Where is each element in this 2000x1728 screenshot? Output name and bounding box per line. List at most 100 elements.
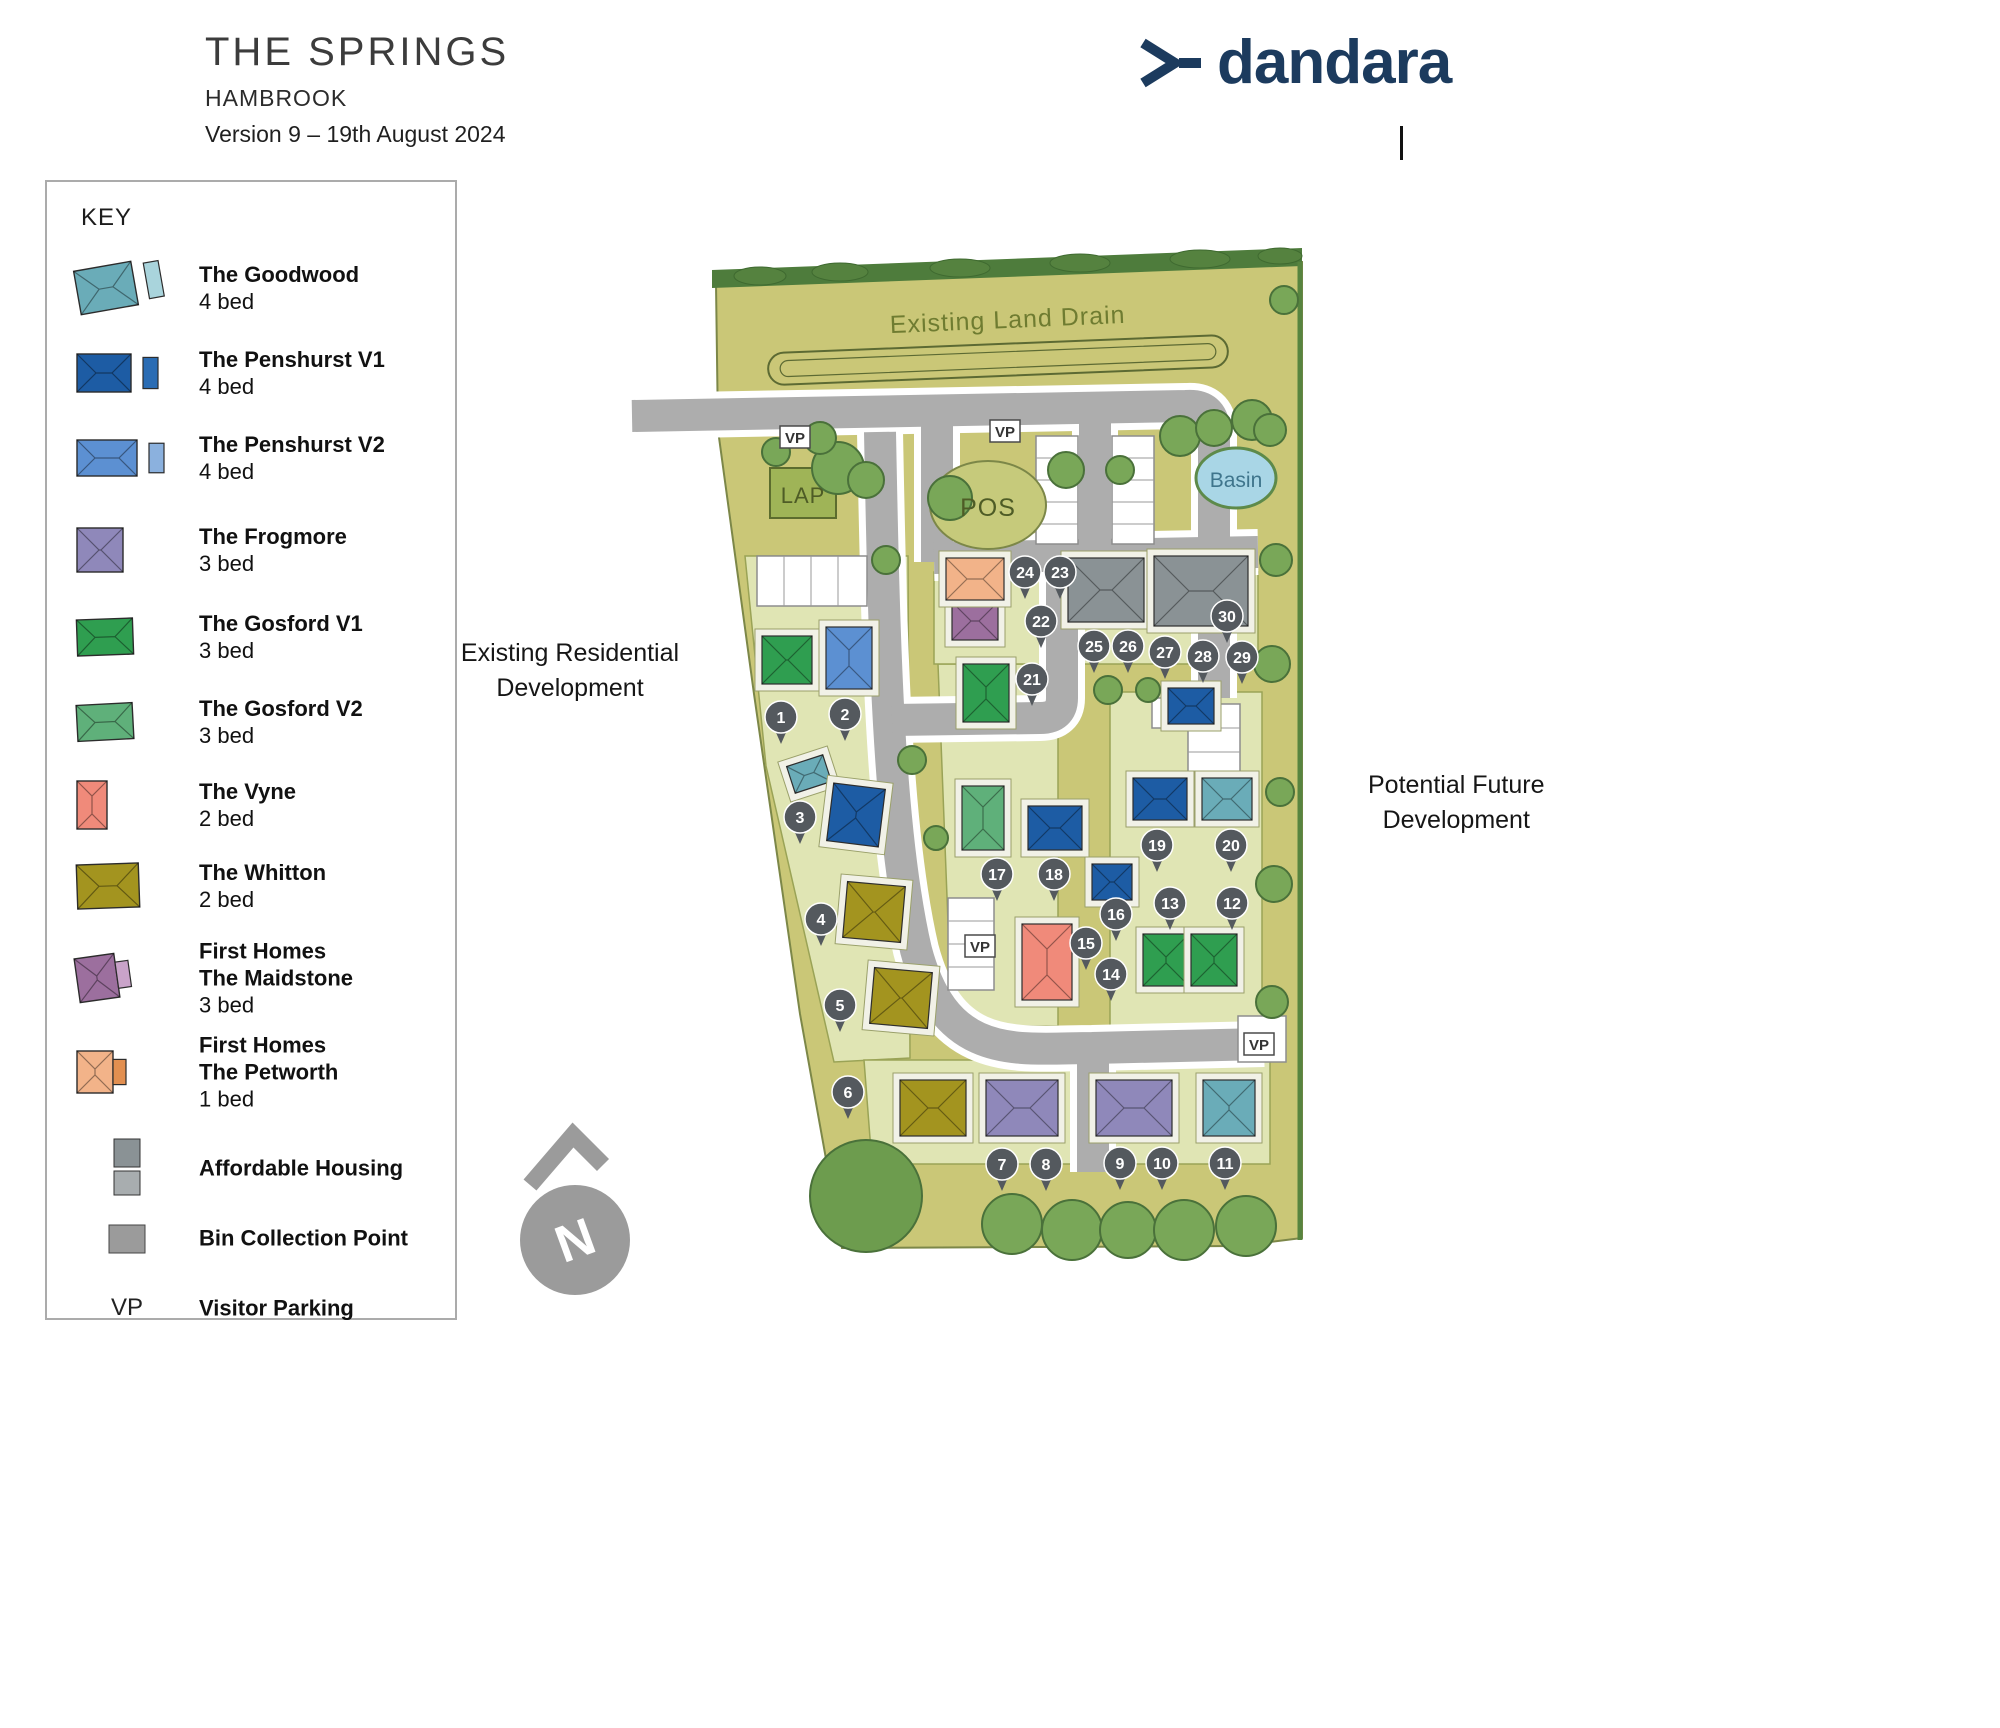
land-drain-channel bbox=[767, 334, 1229, 386]
plot-pin-2: 2 bbox=[828, 697, 862, 741]
svg-text:VP: VP bbox=[995, 424, 1015, 441]
svg-text:16: 16 bbox=[1107, 907, 1125, 924]
plot-pin-8: 8 bbox=[1029, 1147, 1063, 1191]
house-gosford1 bbox=[754, 628, 820, 692]
hedge-bumps bbox=[733, 247, 1303, 286]
visitor-parking-marker: VP bbox=[989, 419, 1021, 443]
plot-pin-6: 6 bbox=[831, 1075, 865, 1119]
plot-pin-24: 24 bbox=[1008, 555, 1042, 599]
petworth-icon bbox=[61, 1036, 193, 1108]
svg-text:1: 1 bbox=[777, 710, 786, 727]
svg-text:28: 28 bbox=[1194, 649, 1212, 666]
svg-text:23: 23 bbox=[1051, 565, 1069, 582]
plot-pin-3: 3 bbox=[783, 800, 817, 844]
svg-text:21: 21 bbox=[1023, 672, 1041, 689]
visitor-parking-icon: VP bbox=[110, 1294, 143, 1321]
svg-text:17: 17 bbox=[988, 867, 1006, 884]
plot-pin-11: 11 bbox=[1208, 1146, 1242, 1190]
svg-text:24: 24 bbox=[1016, 565, 1034, 582]
svg-text:26: 26 bbox=[1119, 639, 1137, 656]
svg-text:10: 10 bbox=[1153, 1156, 1171, 1173]
plot-pin-15: 15 bbox=[1069, 926, 1103, 970]
svg-text:4: 4 bbox=[817, 912, 826, 929]
house-gosford1 bbox=[955, 656, 1017, 730]
brand-logo: dandara bbox=[1135, 28, 1452, 97]
svg-text:22: 22 bbox=[1032, 614, 1050, 631]
key-item-bin-collection: Bin Collection Point bbox=[47, 1192, 455, 1284]
svg-text:VP: VP bbox=[1249, 1037, 1269, 1054]
svg-text:VP: VP bbox=[785, 430, 805, 447]
svg-text:2: 2 bbox=[841, 707, 850, 724]
plot-pin-16: 16 bbox=[1099, 897, 1133, 941]
house-whitton bbox=[861, 959, 941, 1037]
house-gosford2 bbox=[954, 778, 1012, 858]
key-item-label: Bin Collection Point bbox=[199, 1225, 408, 1251]
svg-text:12: 12 bbox=[1223, 896, 1241, 913]
plot-pin-25: 25 bbox=[1077, 629, 1111, 673]
svg-text:27: 27 bbox=[1156, 645, 1174, 662]
brand-name: dandara bbox=[1217, 28, 1452, 97]
plot-pin-27: 27 bbox=[1148, 635, 1182, 679]
house-penshurst2 bbox=[818, 619, 880, 697]
key-item-affordable: Affordable Housing bbox=[47, 1122, 455, 1214]
svg-text:3: 3 bbox=[796, 810, 805, 827]
existing-development-label: Existing Residential Development bbox=[460, 639, 680, 702]
plot-pin-26: 26 bbox=[1111, 629, 1145, 673]
plot-pin-9: 9 bbox=[1103, 1146, 1137, 1190]
house-penshurst1 bbox=[1020, 798, 1090, 858]
compass-circle bbox=[520, 1185, 630, 1295]
house-whitton bbox=[834, 873, 914, 951]
gosford-v2-icon bbox=[61, 686, 193, 758]
svg-text:6: 6 bbox=[844, 1085, 853, 1102]
svg-text:7: 7 bbox=[998, 1157, 1007, 1174]
plot-pin-30: 30 bbox=[1210, 599, 1244, 643]
houses bbox=[754, 548, 1263, 1144]
whitton-icon bbox=[61, 850, 193, 922]
svg-text:25: 25 bbox=[1085, 639, 1103, 656]
plot-pin-14: 14 bbox=[1094, 957, 1128, 1001]
key-item-label: Affordable Housing bbox=[199, 1155, 404, 1181]
road-main-loop bbox=[864, 431, 1265, 1065]
plot-pin-20: 20 bbox=[1214, 828, 1248, 872]
frogmore-icon bbox=[61, 514, 193, 586]
visitor-parking-marker: VP bbox=[779, 425, 811, 449]
svg-text:9: 9 bbox=[1116, 1156, 1125, 1173]
text-cursor bbox=[1400, 126, 1403, 160]
header: THE SPRINGS HAMBROOK Version 9 – 19th Au… bbox=[205, 30, 509, 148]
map-label: POS bbox=[960, 494, 1016, 522]
page-location: HAMBROOK bbox=[205, 85, 348, 111]
svg-text:14: 14 bbox=[1102, 967, 1120, 984]
svg-text:5: 5 bbox=[836, 998, 845, 1015]
plot-pin-17: 17 bbox=[980, 857, 1014, 901]
house-whitton bbox=[892, 1072, 974, 1144]
house-frogmore bbox=[978, 1072, 1066, 1144]
plot-pin-7: 7 bbox=[985, 1147, 1019, 1191]
plot-pin-13: 13 bbox=[1153, 886, 1187, 930]
future-development-label: Potential Future Development bbox=[1368, 771, 1545, 834]
north-compass: N bbox=[520, 1122, 630, 1295]
page-title: THE SPRINGS bbox=[205, 30, 510, 74]
svg-text:20: 20 bbox=[1222, 838, 1240, 855]
map-label: Basin bbox=[1210, 469, 1263, 492]
house-goodwood bbox=[1194, 770, 1260, 828]
page-version: Version 9 – 19th August 2024 bbox=[205, 121, 506, 147]
plot-pin-12: 12 bbox=[1215, 886, 1249, 930]
penshurst-v2-icon bbox=[61, 422, 193, 494]
